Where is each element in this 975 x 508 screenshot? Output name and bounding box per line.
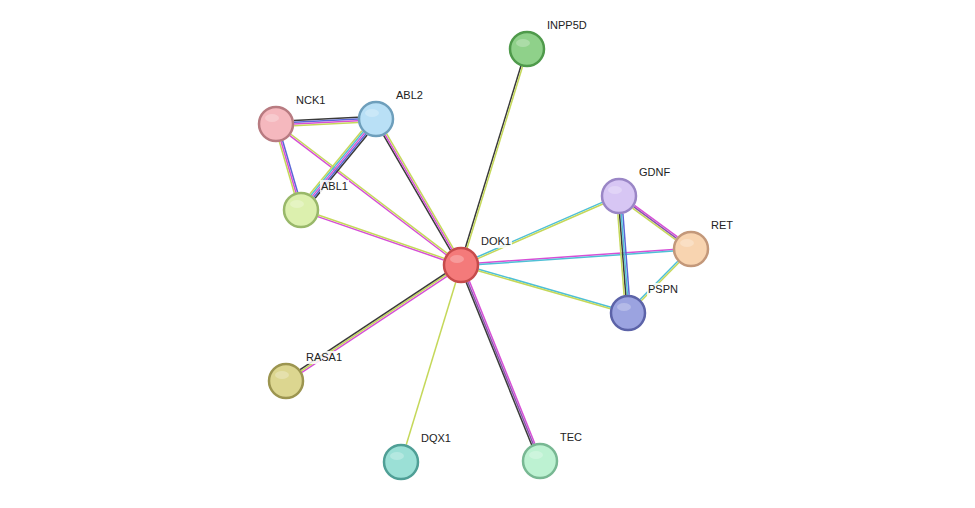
interaction-edge	[465, 66, 522, 248]
evidence-line	[283, 141, 298, 192]
evidence-line	[469, 281, 535, 444]
interaction-edge	[318, 215, 445, 260]
interaction-edge	[384, 134, 454, 251]
evidence-line	[279, 142, 294, 193]
evidence-line	[406, 282, 456, 445]
protein-node: GDNF	[601, 178, 637, 214]
node-circle	[601, 178, 637, 214]
interaction-edge	[294, 117, 358, 125]
evidence-line	[314, 134, 366, 197]
node-circle	[673, 231, 709, 267]
node-label: GDNF	[638, 166, 671, 179]
node-circle	[268, 363, 304, 399]
evidence-line	[479, 269, 611, 307]
node-label: PSPN	[647, 283, 679, 296]
node-label: NCK1	[295, 94, 326, 107]
interaction-edge	[618, 214, 629, 295]
evidence-line	[312, 133, 364, 196]
protein-node: NCK1	[258, 106, 294, 142]
node-circle	[443, 247, 479, 283]
node-circle	[383, 444, 419, 480]
interaction-edge	[632, 205, 677, 239]
node-label: TEC	[559, 431, 583, 444]
interaction-edge	[466, 281, 535, 445]
protein-node: RASA1	[268, 363, 304, 399]
protein-node: DOK1	[443, 247, 479, 283]
node-circle	[522, 443, 558, 479]
node-label: ABL2	[395, 89, 424, 102]
node-circle	[283, 192, 319, 228]
evidence-line	[311, 132, 363, 195]
evidence-line	[302, 276, 447, 372]
evidence-line	[300, 274, 445, 370]
evidence-line	[281, 141, 296, 192]
node-circle	[610, 295, 646, 331]
node-circle	[509, 31, 545, 67]
evidence-line	[310, 131, 362, 194]
interaction-edge	[479, 249, 673, 264]
interaction-edge	[310, 131, 367, 199]
evidence-line	[641, 262, 679, 300]
evidence-line	[633, 207, 676, 239]
protein-node: RET	[673, 231, 709, 267]
interaction-edge	[279, 141, 297, 193]
node-circle	[358, 101, 394, 137]
evidence-line	[301, 275, 446, 371]
evidence-line	[467, 66, 522, 248]
evidence-line	[468, 282, 534, 445]
evidence-line	[315, 135, 367, 198]
interaction-edge	[300, 274, 447, 373]
evidence-line	[618, 214, 624, 295]
node-label: DOK1	[480, 235, 512, 248]
node-label: INPP5D	[546, 19, 588, 32]
interaction-edge	[478, 269, 611, 309]
evidence-line	[384, 135, 451, 250]
evidence-line	[465, 66, 520, 248]
evidence-line	[479, 251, 673, 265]
protein-node: INPP5D	[509, 31, 545, 67]
evidence-line	[479, 249, 673, 263]
interaction-edge	[640, 261, 679, 301]
node-label: RASA1	[305, 351, 343, 364]
evidence-line	[477, 202, 602, 257]
evidence-line	[632, 208, 675, 240]
interaction-edge	[477, 202, 603, 258]
evidence-line	[478, 204, 603, 259]
interaction-edge	[406, 282, 456, 445]
node-circle	[258, 106, 294, 142]
evidence-line	[387, 134, 454, 249]
evidence-line	[635, 205, 678, 237]
evidence-line	[318, 217, 444, 260]
node-label: ABL1	[320, 180, 349, 193]
protein-node: DQX1	[383, 444, 419, 480]
protein-node: PSPN	[610, 295, 646, 331]
evidence-line	[294, 122, 358, 125]
evidence-line	[385, 135, 452, 250]
protein-node: ABL2	[358, 101, 394, 137]
evidence-line	[318, 215, 444, 258]
evidence-line	[466, 282, 532, 445]
node-label: DQX1	[420, 432, 452, 445]
protein-node: TEC	[522, 443, 558, 479]
evidence-line	[478, 271, 610, 309]
node-label: RET	[710, 219, 734, 232]
protein-node: ABL1	[283, 192, 319, 228]
